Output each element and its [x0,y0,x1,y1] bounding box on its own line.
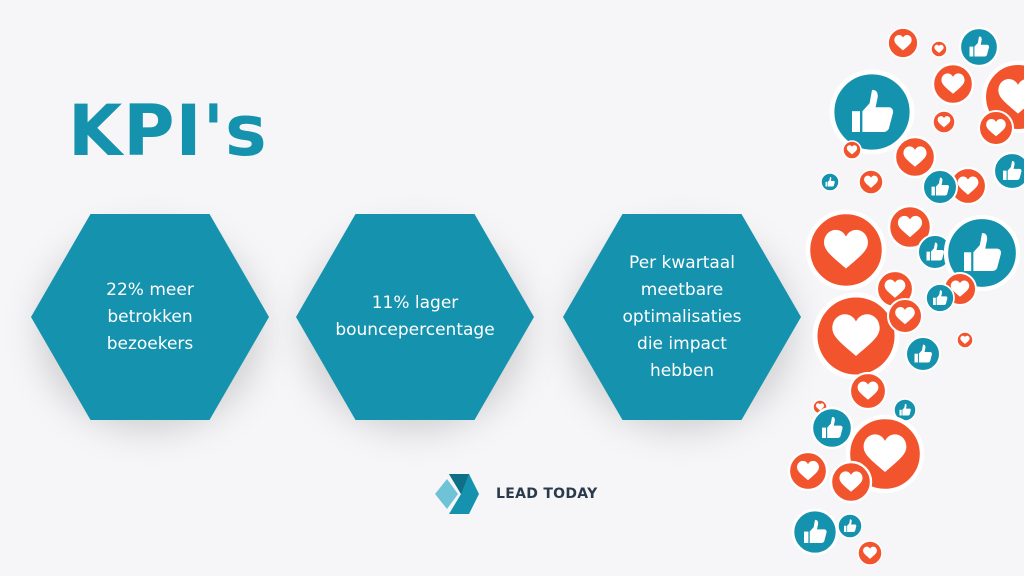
heart-bubble [932,110,956,134]
heart-bubble [842,140,862,160]
heart-bubble [812,292,900,380]
heart-bubble [948,166,988,206]
thumbs-up-icon [969,36,990,57]
heart-icon [863,546,877,559]
heart-bubble [930,40,948,58]
thumbs-up-bubble [820,172,840,192]
thumbs-up-icon [1003,161,1022,180]
thumbs-up-bubble [810,406,854,450]
heart-icon [941,73,965,94]
lead-today-logo-icon [435,474,479,514]
heart-icon [864,175,878,188]
heart-icon [957,176,979,195]
logo-text: LEAD TODAY [496,486,598,502]
heart-icon [897,215,923,238]
heart-bubble [886,297,924,335]
heart-icon [934,44,944,53]
slide-title: KPI's [68,90,268,172]
thumbs-up-icon [914,344,932,363]
heart-icon [960,335,970,344]
heart-bubble [931,62,975,106]
lead-today-logo: LEAD TODAY [432,470,598,518]
thumbs-up-icon [964,233,1002,271]
thumbs-up-icon [931,177,949,196]
thumbs-up-icon [804,519,827,543]
heart-icon [824,229,868,269]
heart-icon [986,118,1006,137]
thumbs-up-icon [844,519,857,532]
thumbs-up-bubble [916,233,954,271]
heart-bubble [857,540,883,566]
heart-icon [863,434,907,473]
thumbs-up-bubble [958,26,1000,68]
heart-icon [895,306,915,325]
thumbs-up-bubble [992,151,1024,191]
thumbs-up-icon [825,177,835,187]
heart-icon [815,403,825,411]
heart-bubble [887,27,919,59]
heart-bubble [956,331,974,349]
heart-icon [846,145,858,155]
thumbs-up-icon [899,403,911,416]
heart-icon [903,146,927,167]
heart-icon [950,280,970,297]
heart-icon [797,460,819,481]
thumbs-up-icon [822,416,843,438]
heart-icon [937,116,951,128]
heart-bubble [875,269,915,309]
heart-bubble [829,460,873,504]
thumbs-up-bubble [943,214,1021,292]
heart-bubble [887,204,933,250]
heart-bubble [977,109,1015,147]
thumbs-up-bubble [829,69,915,155]
heart-icon [832,314,880,356]
heart-bubble [858,169,884,195]
thumbs-up-bubble [837,513,863,539]
heart-icon [884,279,906,298]
heart-icon [839,471,863,492]
heart-icon [998,78,1024,114]
thumbs-up-bubble [921,168,959,206]
thumbs-up-bubble [904,335,942,373]
thumbs-up-icon [933,290,948,305]
thumbs-up-icon [926,242,944,261]
thumbs-up-bubble [791,508,839,556]
thumbs-up-bubble [925,283,955,313]
thumbs-up-icon [852,89,894,132]
heart-bubble [787,450,829,492]
heart-bubble [805,209,887,291]
heart-icon [857,381,879,400]
heart-bubble [848,371,888,411]
heart-icon [894,35,912,51]
heart-bubble [893,135,937,179]
